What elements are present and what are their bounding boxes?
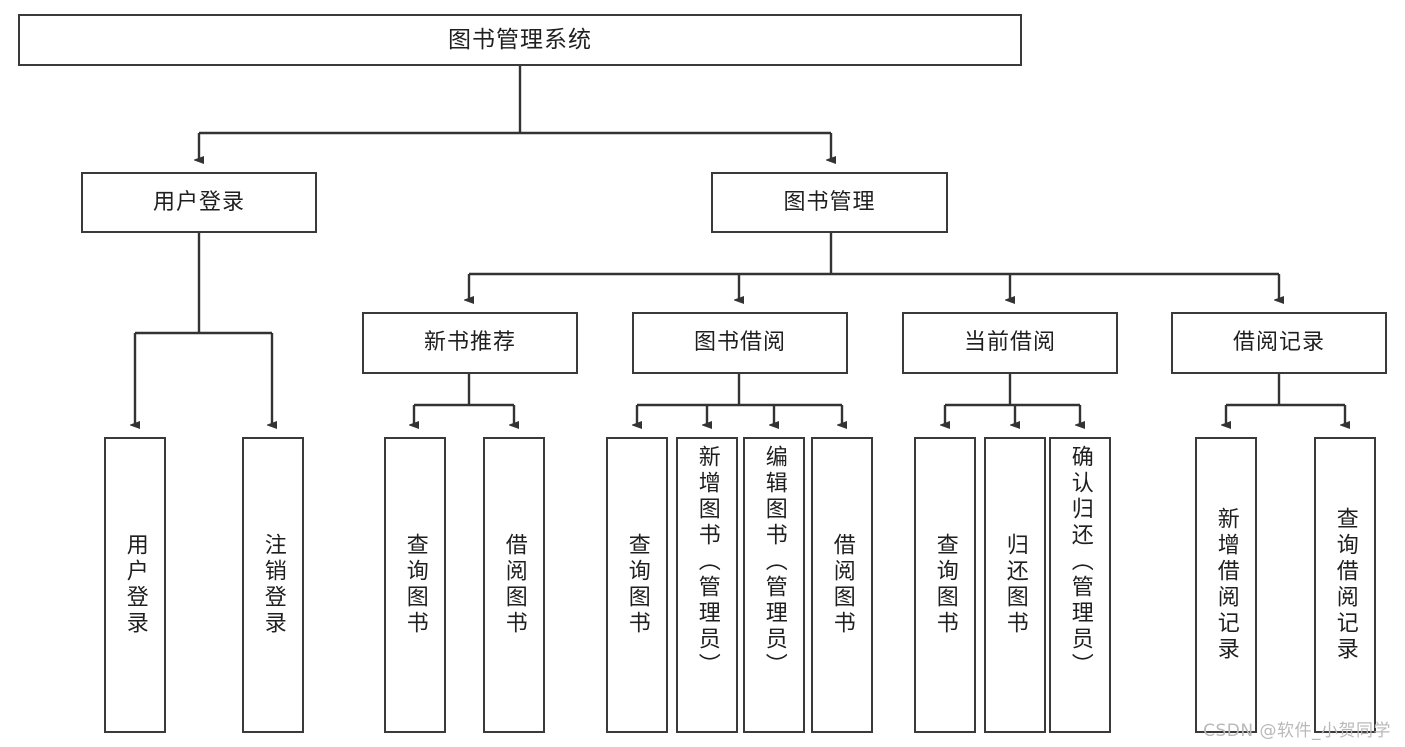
node-label: 借阅记录 bbox=[1232, 330, 1325, 356]
leaf-current-return-book[interactable]: 归还图书 bbox=[984, 437, 1046, 733]
node-new-book-recommend[interactable]: 新书推荐 bbox=[362, 312, 578, 374]
node-label: 当前借阅 bbox=[963, 330, 1056, 356]
node-book-management[interactable]: 图书管理 bbox=[711, 172, 948, 233]
csdn-watermark: CSDN @软件_小贺同学 bbox=[1203, 721, 1391, 741]
node-book-borrow[interactable]: 图书借阅 bbox=[632, 312, 848, 374]
node-user-login[interactable]: 用户登录 bbox=[81, 172, 317, 233]
leaf-user-login-login[interactable]: 用户登录 bbox=[104, 437, 166, 733]
node-label: 图书管理系统 bbox=[448, 26, 592, 53]
node-label: 新书推荐 bbox=[423, 330, 516, 356]
node-borrow-record[interactable]: 借阅记录 bbox=[1171, 312, 1387, 374]
leaf-borrow-query-book[interactable]: 查询图书 bbox=[606, 437, 668, 733]
node-label: 查询图书 bbox=[402, 533, 428, 637]
leaf-recommend-query-book[interactable]: 查询图书 bbox=[384, 437, 446, 733]
leaf-borrow-add-book-admin[interactable]: 新增图书（管理员） bbox=[676, 437, 738, 733]
node-label: 查询借阅记录 bbox=[1332, 507, 1358, 663]
node-label: 用户登录 bbox=[122, 533, 148, 637]
node-label: 借阅图书 bbox=[829, 533, 855, 637]
node-label: 归还图书 bbox=[1002, 533, 1028, 637]
node-label: 用户登录 bbox=[152, 189, 245, 215]
leaf-current-query-book[interactable]: 查询图书 bbox=[914, 437, 976, 733]
node-label: 图书管理 bbox=[783, 189, 876, 215]
node-label: 查询图书 bbox=[932, 533, 958, 637]
node-label: 新增图书（管理员） bbox=[694, 445, 720, 679]
leaf-borrow-edit-book-admin[interactable]: 编辑图书（管理员） bbox=[743, 437, 805, 733]
leaf-record-add-record[interactable]: 新增借阅记录 bbox=[1195, 437, 1257, 733]
node-label: 新增借阅记录 bbox=[1213, 507, 1239, 663]
node-label: 编辑图书（管理员） bbox=[761, 445, 787, 679]
node-label: 确认归还（管理员） bbox=[1067, 445, 1093, 679]
node-label: 借阅图书 bbox=[501, 533, 527, 637]
node-label: 注销登录 bbox=[260, 533, 286, 637]
node-label: 图书借阅 bbox=[693, 330, 786, 356]
leaf-borrow-borrow-book[interactable]: 借阅图书 bbox=[811, 437, 873, 733]
node-label: 查询图书 bbox=[624, 533, 650, 637]
leaf-recommend-borrow-book[interactable]: 借阅图书 bbox=[483, 437, 545, 733]
leaf-current-confirm-return-admin[interactable]: 确认归还（管理员） bbox=[1049, 437, 1111, 733]
node-root-book-management-system[interactable]: 图书管理系统 bbox=[18, 14, 1022, 66]
leaf-record-query-record[interactable]: 查询借阅记录 bbox=[1314, 437, 1376, 733]
node-current-borrow[interactable]: 当前借阅 bbox=[902, 312, 1118, 374]
leaf-user-login-logout[interactable]: 注销登录 bbox=[242, 437, 304, 733]
